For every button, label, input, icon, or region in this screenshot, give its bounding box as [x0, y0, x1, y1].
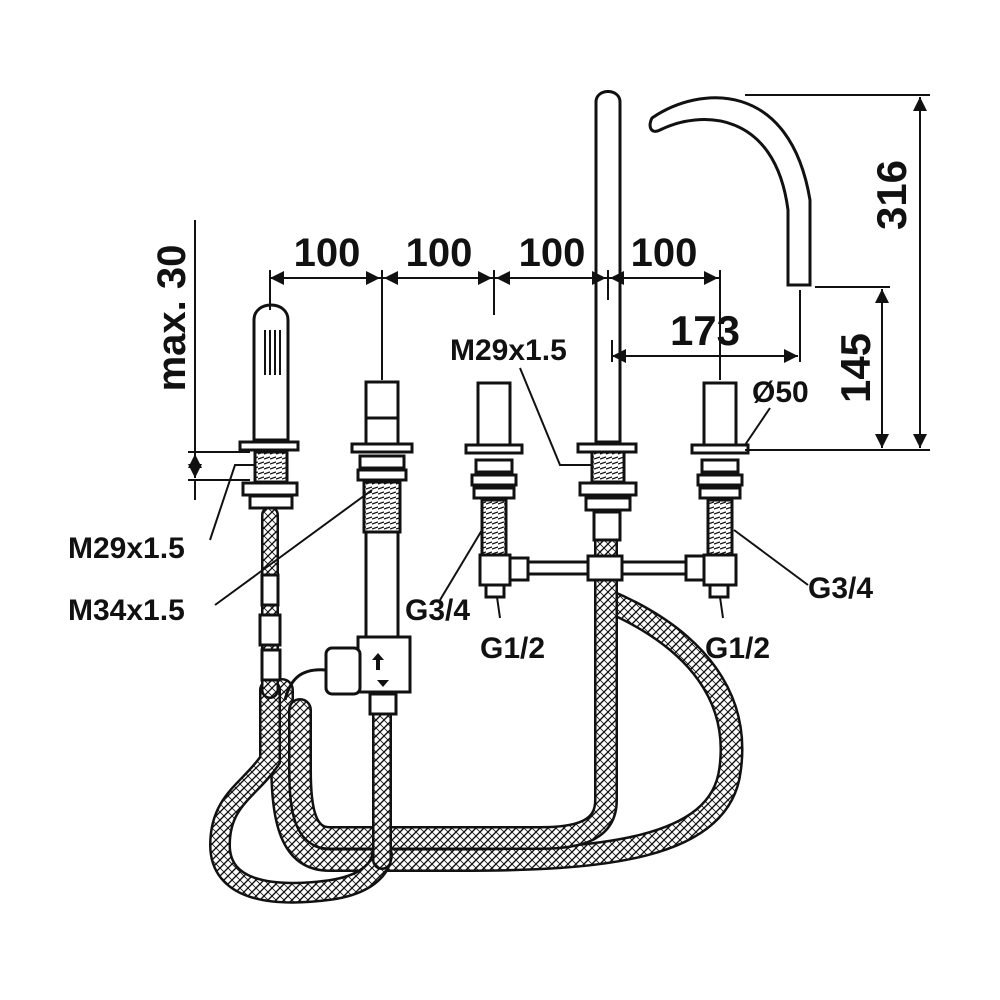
dim-deck-max: max. 30 — [150, 245, 194, 392]
shower-deck-plate — [238, 440, 300, 452]
dim-spacing-3: 100 — [519, 231, 586, 275]
spout-tube — [594, 90, 622, 444]
hose-shower-fill — [211, 681, 391, 902]
spout — [576, 90, 812, 542]
right-valve-body — [702, 553, 738, 587]
leader-lines — [209, 367, 809, 619]
shower-threaded-body — [253, 450, 289, 484]
dim-spout-reach: 173 — [670, 307, 740, 354]
left-valve-side-fitting — [508, 556, 530, 582]
spout-nut-lower — [584, 496, 632, 512]
mixer-outlet-down — [368, 692, 398, 716]
shower-grip-lines — [264, 330, 281, 375]
left-valve-nut — [474, 458, 514, 474]
right-valve-nut-3 — [698, 486, 742, 500]
dim-diameter: Ø50 — [752, 376, 809, 409]
hand-shower — [238, 303, 300, 682]
mixer-threaded-body — [362, 480, 402, 534]
spout-nut — [578, 481, 638, 497]
right-valve-nut-2 — [696, 473, 744, 487]
mixer-arrows — [372, 653, 389, 687]
hose-outer-right — [270, 528, 744, 872]
shower-connector-crimp — [260, 648, 282, 682]
label-right-g12: G1/2 — [705, 632, 770, 665]
shower-nut — [241, 481, 299, 497]
right-valve-nut — [700, 458, 740, 474]
left-valve-nut-2 — [470, 473, 518, 487]
shower-nut-lower — [248, 494, 294, 510]
leader-right-g12 — [719, 596, 724, 619]
left-valve-deck-plate — [464, 443, 524, 455]
right-valve-thread — [706, 498, 734, 557]
spout-threaded-body — [590, 450, 626, 484]
cross-center-block — [586, 554, 624, 582]
right-valve-outlet — [708, 583, 730, 599]
left-valve-handle — [476, 381, 512, 447]
leader-diameter — [744, 407, 771, 446]
mixer-elbow-curve — [283, 668, 327, 701]
connection-labels: M29x1.5 M29x1.5 M34x1.5 G3/4 G1/2 G3/4 G… — [68, 334, 873, 665]
leader-left-g12 — [496, 596, 501, 619]
cross-connector-pipe — [526, 554, 706, 582]
leader-right-g34 — [733, 529, 809, 586]
mixer-handle — [364, 380, 400, 446]
shower-connector-lower — [258, 613, 282, 647]
dim-spacing-2: 100 — [406, 231, 473, 275]
hose-outer-middle-fill — [290, 530, 616, 848]
dim-spacing-4: 100 — [631, 231, 698, 275]
dim-total-height: 316 — [868, 160, 915, 230]
hose-outer-right-fill — [272, 530, 741, 870]
dimension-lines — [188, 94, 930, 500]
right-valve — [690, 381, 750, 599]
leader-spout-thread — [519, 367, 592, 466]
left-valve — [464, 381, 530, 599]
label-mixer-thread: M34x1.5 — [68, 594, 185, 627]
label-left-g34: G3/4 — [405, 594, 470, 627]
mixer-nut-upper — [358, 454, 406, 470]
label-spout-thread: M29x1.5 — [450, 334, 567, 367]
spout-fitting — [592, 510, 622, 542]
leader-left-g34 — [439, 529, 483, 601]
dim-spacing-1: 100 — [294, 231, 361, 275]
leader-mixer-thread — [214, 489, 373, 606]
mixer-deck-plate — [350, 442, 414, 454]
dimension-labels: 100 100 100 100 173 316 145 max. 30 Ø50 — [150, 160, 915, 409]
mixer-valve — [283, 380, 414, 716]
leader-shower-thread — [209, 464, 255, 541]
spout-arc — [648, 96, 812, 287]
mixer-nut-lower — [356, 468, 408, 482]
left-valve-nut-3 — [472, 486, 516, 500]
braided-hoses — [208, 506, 744, 904]
label-left-g12: G1/2 — [480, 632, 545, 665]
label-right-g34: G3/4 — [808, 572, 873, 605]
right-valve-deck-plate — [690, 443, 750, 455]
cross-right-nut — [684, 554, 706, 582]
right-valve-handle — [702, 381, 738, 447]
dim-body-height: 145 — [832, 333, 879, 403]
shower-connector — [260, 573, 280, 607]
left-valve-thread — [480, 498, 508, 557]
left-valve-outlet — [484, 583, 506, 599]
left-valve-body — [478, 553, 512, 587]
label-shower-thread: M29x1.5 — [68, 532, 185, 565]
mixer-shaft — [364, 530, 400, 639]
mixer-outlet-elbow — [324, 646, 362, 696]
